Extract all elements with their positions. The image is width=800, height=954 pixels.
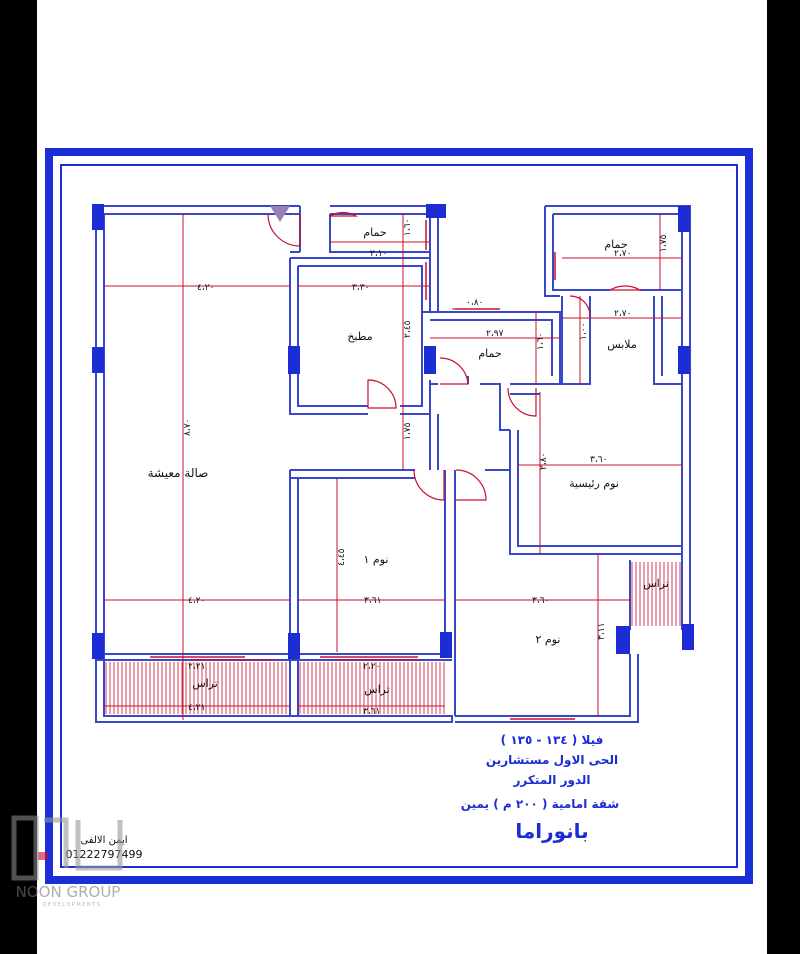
brand-logo-icon [11,815,39,881]
room-label-terrace-mid: تراس [364,683,390,696]
dim-terrace-left-top: ٢،٢١ [188,662,205,672]
brand-tagline: DEVELOPMENTS [43,902,102,908]
room-label-bath-top: حمام [363,226,386,239]
dim-bed1-w: ٣،٦١ [364,596,381,606]
room-label-bedroom-2: نوم ٢ [536,633,561,646]
dim-bed2-h: ٣،١١ [597,623,607,640]
brand-name: NOON GROUP [16,883,121,901]
dim-bed1-h: ٤،٤٥ [337,548,347,566]
door-swings [267,211,643,501]
designer-phone: 01222797499 [66,848,143,861]
terrace-hatching [105,562,681,714]
dim-dressing-h: ١،٠٠ [579,323,589,340]
dim-bath-mid-h: ١،٦٠ [536,333,546,350]
dim-terrace-mid-top: ٢،٢٠ [363,662,380,672]
room-label-bath-right: حمام [604,238,627,251]
room-label-master-bedroom: نوم رئيسية [569,477,619,490]
room-label-bath-mid: حمام [478,347,501,360]
title-line-district: الحى الاول مستشارين [486,753,618,768]
room-label-dressing: ملابس [607,338,637,351]
dim-dressing-w: ٢،٧٠ [614,309,631,319]
dim-terrace-mid-bottom: ٣،٦١ [363,707,380,717]
designer-credit: ايمن الالفى 01222797499 [66,835,143,861]
dim-bath-top-h: ١،٦٠ [403,219,413,236]
brand-logo-mark-icon [44,817,123,871]
dim-bath-mid-w: ٢،٩٧ [486,329,504,339]
room-label-living: صالة معيشة [148,466,209,480]
dim-kitchen-h: ٢،٤٥ [403,320,413,338]
title-line-floor: الدور المتكرر [512,773,590,788]
dimension-labels: ٤،٢٠ ٣،٣٠ ٢،١٠ ١،٦٠ ٢،٤٥ ٨،٧٠ ١،٧٥ ٠،٨٠ … [183,219,669,717]
drawing-frame [45,148,753,884]
dim-living-bottom: ٤،٢٠ [188,596,205,606]
dim-bath-right-w: ٢،٧٠ [614,249,631,259]
room-label-terrace-right: تراس [643,577,669,590]
structural-columns [92,204,694,659]
dim-window-mid: ٠،٨٠ [466,298,483,308]
dim-corridor: ١،٧٥ [403,422,413,440]
dim-kitchen-top: ٣،٣٠ [352,283,369,293]
title-line-apartment: شقة امامية ( ٢٠٠ م ) يمين [461,797,619,812]
dim-living-h: ٨،٧٠ [183,419,193,436]
dim-bath-right-h: ١،٧٥ [659,234,669,252]
dim-master-h: ٢،٨٠ [539,453,549,470]
room-label-kitchen: مطبخ [347,330,372,343]
room-label-terrace-left: تراس [192,677,218,690]
dimension-lines [104,214,682,720]
dim-bed2-w: ٣،٦٠ [532,596,549,606]
title-block: فيلا ( ١٣٤ - ١٣٥ ) الحى الاول مستشارين ا… [461,733,619,843]
title-line-villa: فيلا ( ١٣٤ - ١٣٥ ) [501,733,604,747]
dim-bath-top-w: ٢،١٠ [370,249,387,259]
title-line-project: بانوراما [515,819,588,843]
designer-name: ايمن الالفى [80,835,127,846]
room-label-bedroom-1: نوم ١ [364,553,389,566]
dim-master-w: ٣،٦٠ [590,455,607,465]
dim-living-top: ٤،٢٠ [197,283,214,293]
brand-watermark: NOON GROUP DEVELOPMENTS [11,815,123,908]
dim-terrace-left-bottom: ٤،٢١ [188,703,205,713]
entrance-marker-icon [270,206,290,222]
room-labels: صالة معيشة مطبخ حمام حمام حمام ملابس نوم… [148,226,669,696]
